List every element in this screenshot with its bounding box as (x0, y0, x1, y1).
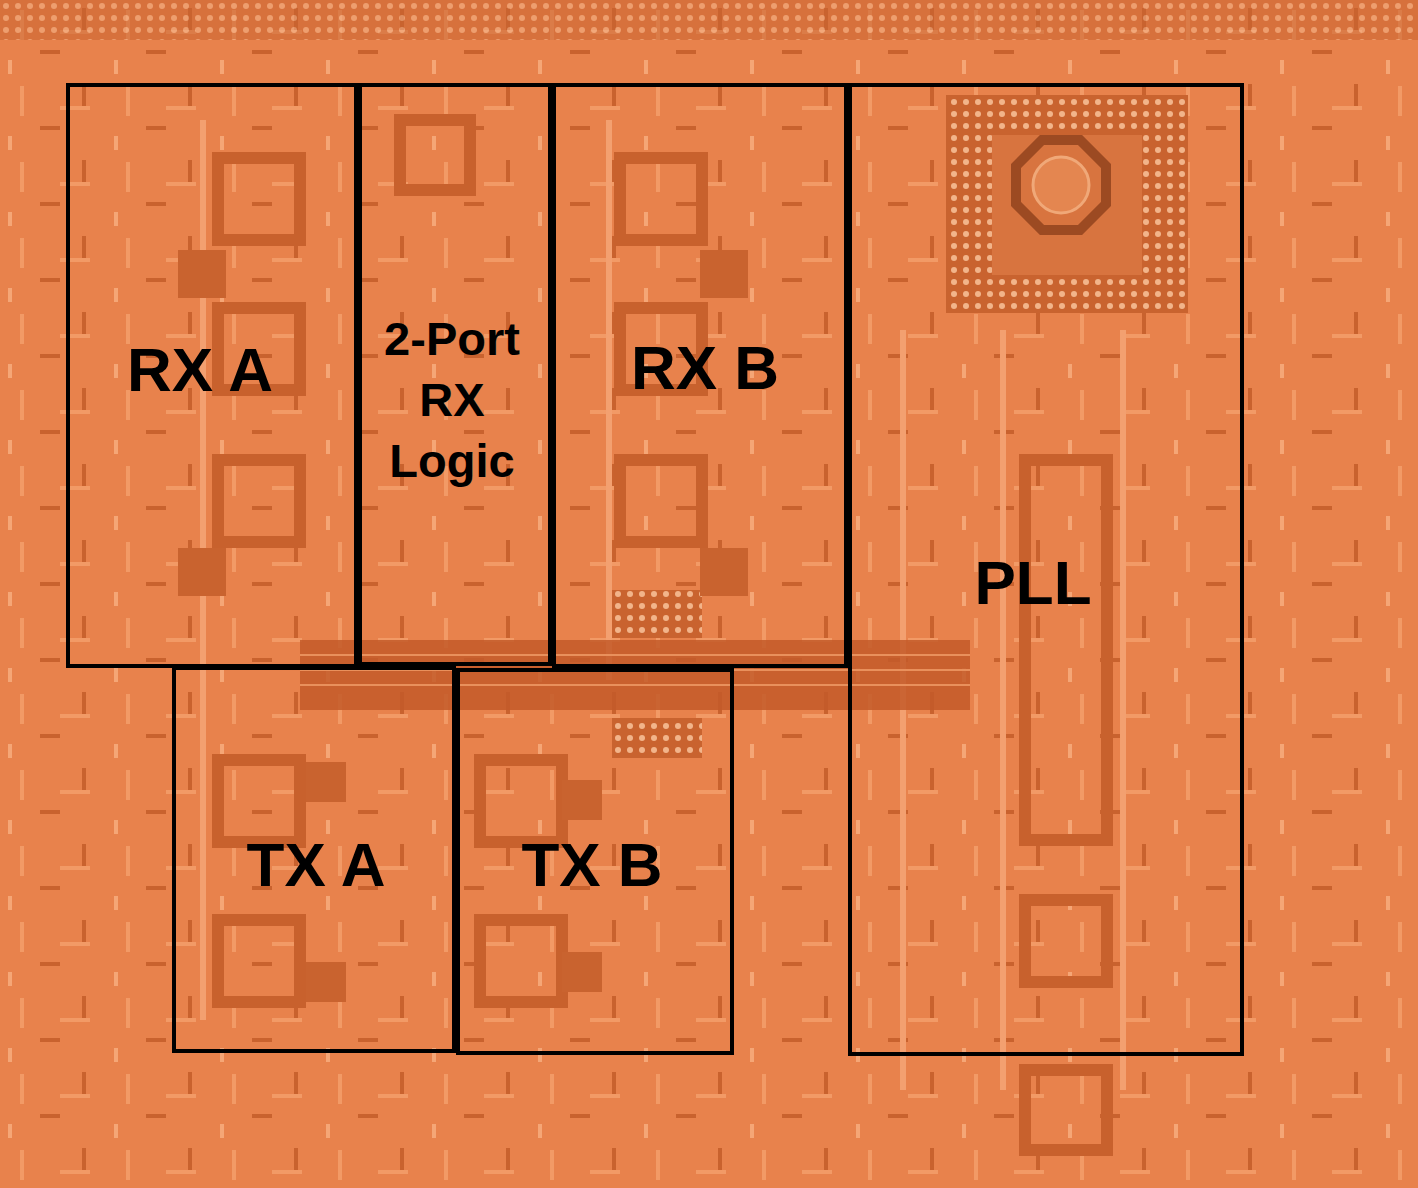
block-region: RX A (66, 83, 358, 668)
block-label: RX A (127, 330, 273, 411)
block-label: TX A (247, 825, 386, 906)
block-region: 2-Port RX Logic (358, 83, 552, 666)
block-label: 2-Port RX Logic (362, 308, 542, 491)
block-label: PLL (974, 543, 1091, 624)
block-label: TX B (521, 825, 662, 906)
block-label: RX B (631, 328, 779, 409)
block-region: PLL (848, 83, 1244, 1056)
block-region: RX B (552, 83, 848, 668)
block-region: TX B (456, 668, 734, 1055)
block-region: TX A (172, 666, 456, 1053)
